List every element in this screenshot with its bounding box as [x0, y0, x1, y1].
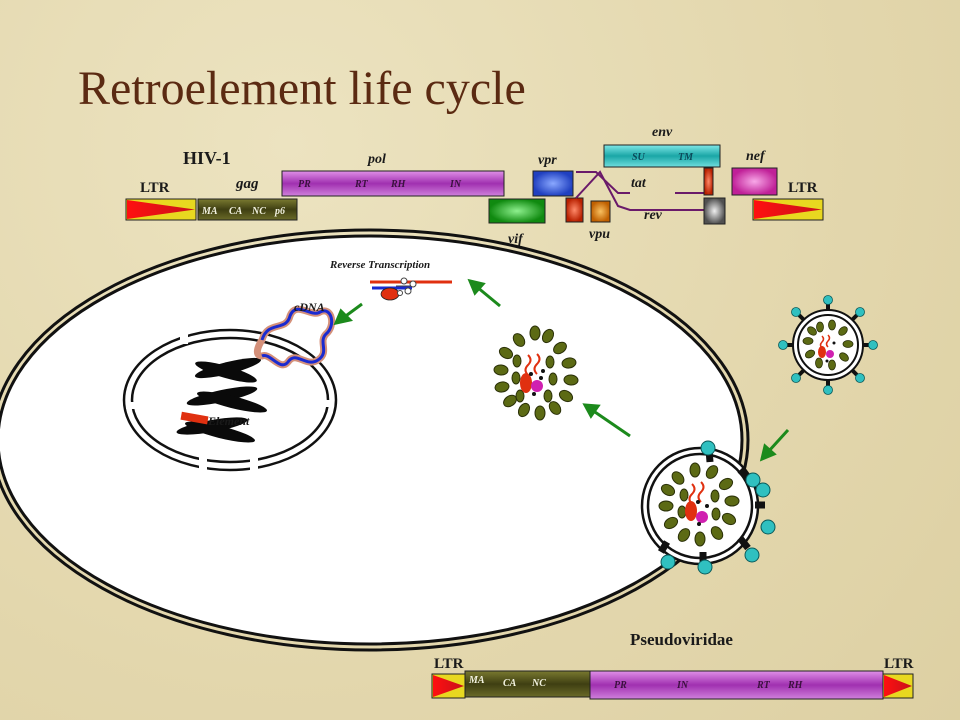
lifecycle-arrows	[333, 278, 790, 462]
gag-seg-p6: p6	[274, 206, 285, 217]
cdna-molecule	[253, 305, 336, 369]
vpr-gene	[532, 170, 574, 197]
chromosomes	[176, 357, 267, 443]
vpu-gene	[590, 200, 611, 223]
hiv-name: HIV-1	[183, 148, 231, 168]
hiv-ltr-left	[125, 198, 197, 221]
hiv-ltr-right	[752, 198, 824, 221]
integrated-element	[180, 411, 209, 425]
vif-label: vif	[508, 232, 524, 247]
rev-exon-2	[703, 197, 726, 225]
cdna-label: cDNA	[294, 300, 325, 314]
tat-exon-1	[565, 197, 584, 223]
vif-gene	[488, 198, 546, 224]
pol-seg-pr: PR	[298, 179, 311, 190]
env-seg-su: SU	[632, 152, 646, 163]
hiv-ltr-left-label: LTR	[140, 180, 170, 196]
pseudo-pol-seg-rh: RH	[787, 680, 804, 691]
hiv-genome-map: HIV-1 LTR LTR gag MA CA NC p6 pol PR RT …	[125, 125, 824, 247]
gag-seg-ca: CA	[229, 206, 243, 217]
tat-label: tat	[631, 176, 647, 191]
gag-seg-nc: NC	[251, 206, 266, 217]
pol-seg-in: IN	[449, 179, 462, 190]
nef-gene	[731, 167, 778, 196]
gag-gene	[197, 198, 298, 221]
pol-gene	[281, 170, 505, 197]
pseudoviridae-genome-map: Pseudoviridae LTR LTR MA CA NC PR IN RT …	[431, 630, 914, 700]
pseudo-pol-gene	[589, 670, 884, 700]
env-label: env	[652, 125, 673, 140]
vpr-label: vpr	[538, 153, 557, 168]
env-seg-tm: TM	[678, 152, 694, 163]
gag-seg-ma: MA	[201, 206, 218, 217]
pseudo-pol-seg-pr: PR	[614, 680, 627, 691]
tat-splice-line	[576, 171, 630, 194]
rev-splice-line	[575, 170, 704, 211]
pseudo-pol-seg-rt: RT	[756, 680, 771, 691]
pseudo-ltr-right	[882, 673, 914, 699]
nef-label: nef	[746, 149, 766, 164]
tat-exon-2	[703, 167, 714, 196]
pseudo-ltr-left	[431, 673, 466, 699]
entering-virion	[640, 440, 776, 575]
rev-label: rev	[644, 208, 663, 223]
pol-seg-rh: RH	[390, 179, 407, 190]
hiv-ltr-right-label: LTR	[788, 180, 818, 196]
host-cell	[0, 228, 750, 652]
gag-label: gag	[235, 176, 259, 192]
pseudo-gag-seg-ma: MA	[468, 675, 485, 686]
pseudo-ltr-left-label: LTR	[434, 656, 464, 672]
pseudo-ltr-right-label: LTR	[884, 656, 914, 672]
pseudo-gag-seg-ca: CA	[503, 678, 517, 689]
pol-seg-rt: RT	[354, 179, 369, 190]
pseudo-gag-seg-nc: NC	[531, 678, 546, 689]
free-virion	[778, 295, 878, 395]
reverse-transcription-label: Reverse Transcription	[329, 259, 430, 271]
page-title: Retroelement life cycle	[78, 62, 526, 115]
env-gene	[603, 144, 721, 168]
element-label: Element	[207, 414, 250, 428]
pseudo-pol-seg-in: IN	[676, 680, 689, 691]
uncoating-particle	[493, 325, 579, 421]
pseudoviridae-name: Pseudoviridae	[630, 630, 733, 649]
pol-label: pol	[367, 152, 386, 167]
reverse-transcription-complex	[370, 277, 452, 301]
vpu-label: vpu	[589, 227, 610, 242]
